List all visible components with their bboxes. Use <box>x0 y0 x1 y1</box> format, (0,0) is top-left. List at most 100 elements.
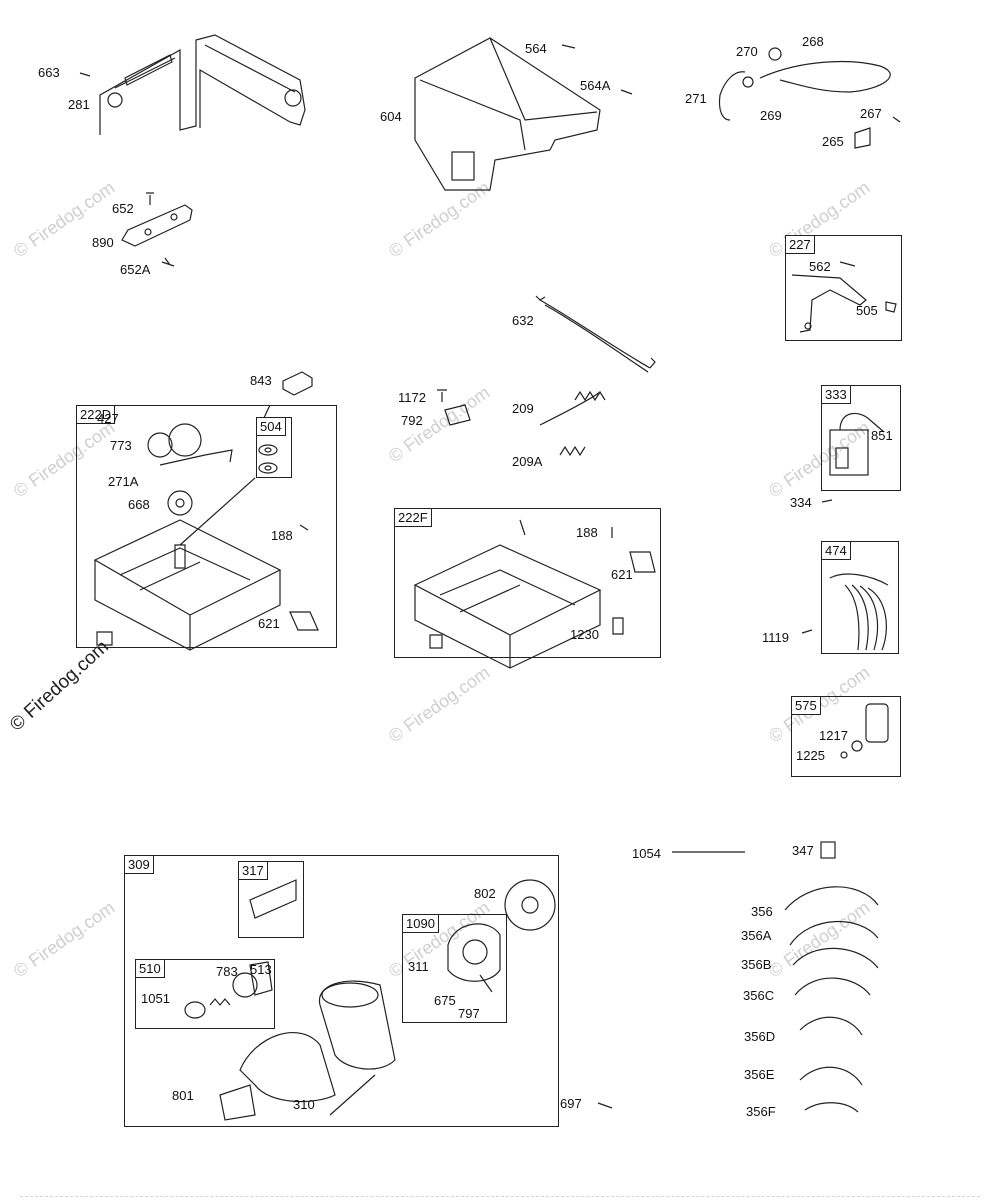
washers-504-drawing <box>179 444 278 546</box>
kit-box-333: 333 851 <box>821 385 901 491</box>
lever-227-drawing <box>791 261 897 333</box>
kit-box-504: 504 <box>256 417 292 478</box>
part-label: 797 <box>458 1006 480 1021</box>
part-label: 356 <box>751 904 773 919</box>
part-label: 783 <box>216 964 238 979</box>
kit-box-1090: 1090 311 675 797 <box>402 914 507 1023</box>
cable-268-drawing <box>718 47 901 149</box>
part-label: 562 <box>809 259 831 274</box>
part-label: 269 <box>760 108 782 123</box>
kit-box-317: 317 <box>238 861 304 938</box>
solenoid-575-drawing <box>840 703 889 759</box>
part-label: 427 <box>97 411 119 426</box>
grommet-843-drawing <box>282 371 313 396</box>
part-label: 188 <box>576 525 598 540</box>
base-222F-drawing <box>413 519 656 669</box>
part-label: 356B <box>741 957 772 972</box>
part-label: 310 <box>293 1097 315 1112</box>
part-label: 188 <box>271 528 293 543</box>
kit-tag: 309 <box>125 856 154 874</box>
part-label: 356A <box>741 928 772 943</box>
part-label: 668 <box>128 497 150 512</box>
part-label: 1054 <box>632 846 661 861</box>
kit-tag: 474 <box>822 542 851 560</box>
part-label: 347 <box>792 843 814 858</box>
part-label: 356E <box>744 1067 775 1082</box>
part-label: 267 <box>860 106 882 121</box>
kit-box-227: 227 562 505 <box>785 235 902 341</box>
part-label: 209A <box>512 454 543 469</box>
part-label: 621 <box>611 567 633 582</box>
kit-box-222D: 222D 427 773 271A 668 188 621 504 <box>76 405 337 648</box>
kit-tag: 510 <box>136 960 165 978</box>
part-label: 652A <box>120 262 151 277</box>
part-label: 1230 <box>570 627 599 642</box>
kit-tag: 575 <box>792 697 821 715</box>
kit-tag: 333 <box>822 386 851 404</box>
part-label: 270 <box>736 44 758 59</box>
part-label: 271A <box>108 474 139 489</box>
part-label: 621 <box>258 616 280 631</box>
part-label: 356C <box>743 988 775 1003</box>
part-label: 281 <box>68 97 90 112</box>
part-label: 334 <box>790 495 812 510</box>
part-label: 1217 <box>819 728 848 743</box>
part-label: 675 <box>434 993 456 1008</box>
part-317-drawing <box>249 879 297 919</box>
part-label: 801 <box>172 1088 194 1103</box>
kit-box-474: 474 <box>821 541 899 654</box>
part-label: 265 <box>822 134 844 149</box>
part-label: 268 <box>802 34 824 49</box>
kit-tag: 227 <box>786 236 815 254</box>
kit-tag: 317 <box>239 862 268 880</box>
part-label: 652 <box>112 201 134 216</box>
starter-309-drawing <box>219 879 613 1121</box>
part-label: 505 <box>856 303 878 318</box>
part-label: 564A <box>580 78 611 93</box>
page-bottom-rule <box>20 1196 980 1197</box>
part-label: 513 <box>250 962 272 977</box>
part-label: 604 <box>380 109 402 124</box>
part-label: 663 <box>38 65 60 80</box>
part-label: 1119 <box>762 630 789 645</box>
bracket-281-drawing <box>79 34 306 135</box>
kit-box-222F: 222F 188 621 1230 <box>394 508 661 658</box>
part-label: 851 <box>871 428 893 443</box>
base-222D-drawing <box>93 404 319 651</box>
part-label: 209 <box>512 401 534 416</box>
part-label: 773 <box>110 438 132 453</box>
part-label: 890 <box>92 235 114 250</box>
part-label: 311 <box>408 959 429 974</box>
kit-tag: 1090 <box>403 915 439 933</box>
part-label: 271 <box>685 91 707 106</box>
part-label: 802 <box>474 886 496 901</box>
drive-510-drawing <box>184 961 273 1019</box>
part-label: 1225 <box>796 748 825 763</box>
kit-box-309: 309 802 801 310 317 510 783 513 1051 109… <box>124 855 559 1127</box>
lever-890-drawing <box>121 192 193 267</box>
harness-474-drawing <box>801 573 889 651</box>
part-label: 1051 <box>141 991 170 1006</box>
fuse-347-drawing <box>820 841 836 859</box>
link-632-drawing <box>535 295 656 373</box>
cables-356-drawing <box>784 886 879 1113</box>
kit-tag: 222D <box>77 406 116 424</box>
kit-tag: 504 <box>257 418 286 436</box>
kit-tag: 222F <box>395 509 432 527</box>
part-label: 356F <box>746 1104 776 1119</box>
switch-333-drawing <box>821 412 885 503</box>
cover-604-drawing <box>414 37 633 191</box>
kit-box-575: 575 1217 1225 <box>791 696 901 777</box>
brush-holder-1090-drawing <box>447 923 501 993</box>
part-label: 632 <box>512 313 534 328</box>
spring-209-drawing <box>437 389 606 457</box>
part-label: 1172 <box>398 390 426 405</box>
part-label: 697 <box>560 1096 582 1111</box>
part-label: 564 <box>525 41 547 56</box>
part-label: 792 <box>401 413 423 428</box>
part-label: 356D <box>744 1029 776 1044</box>
part-label: 843 <box>250 373 272 388</box>
kit-box-510: 510 783 513 1051 <box>135 959 275 1029</box>
